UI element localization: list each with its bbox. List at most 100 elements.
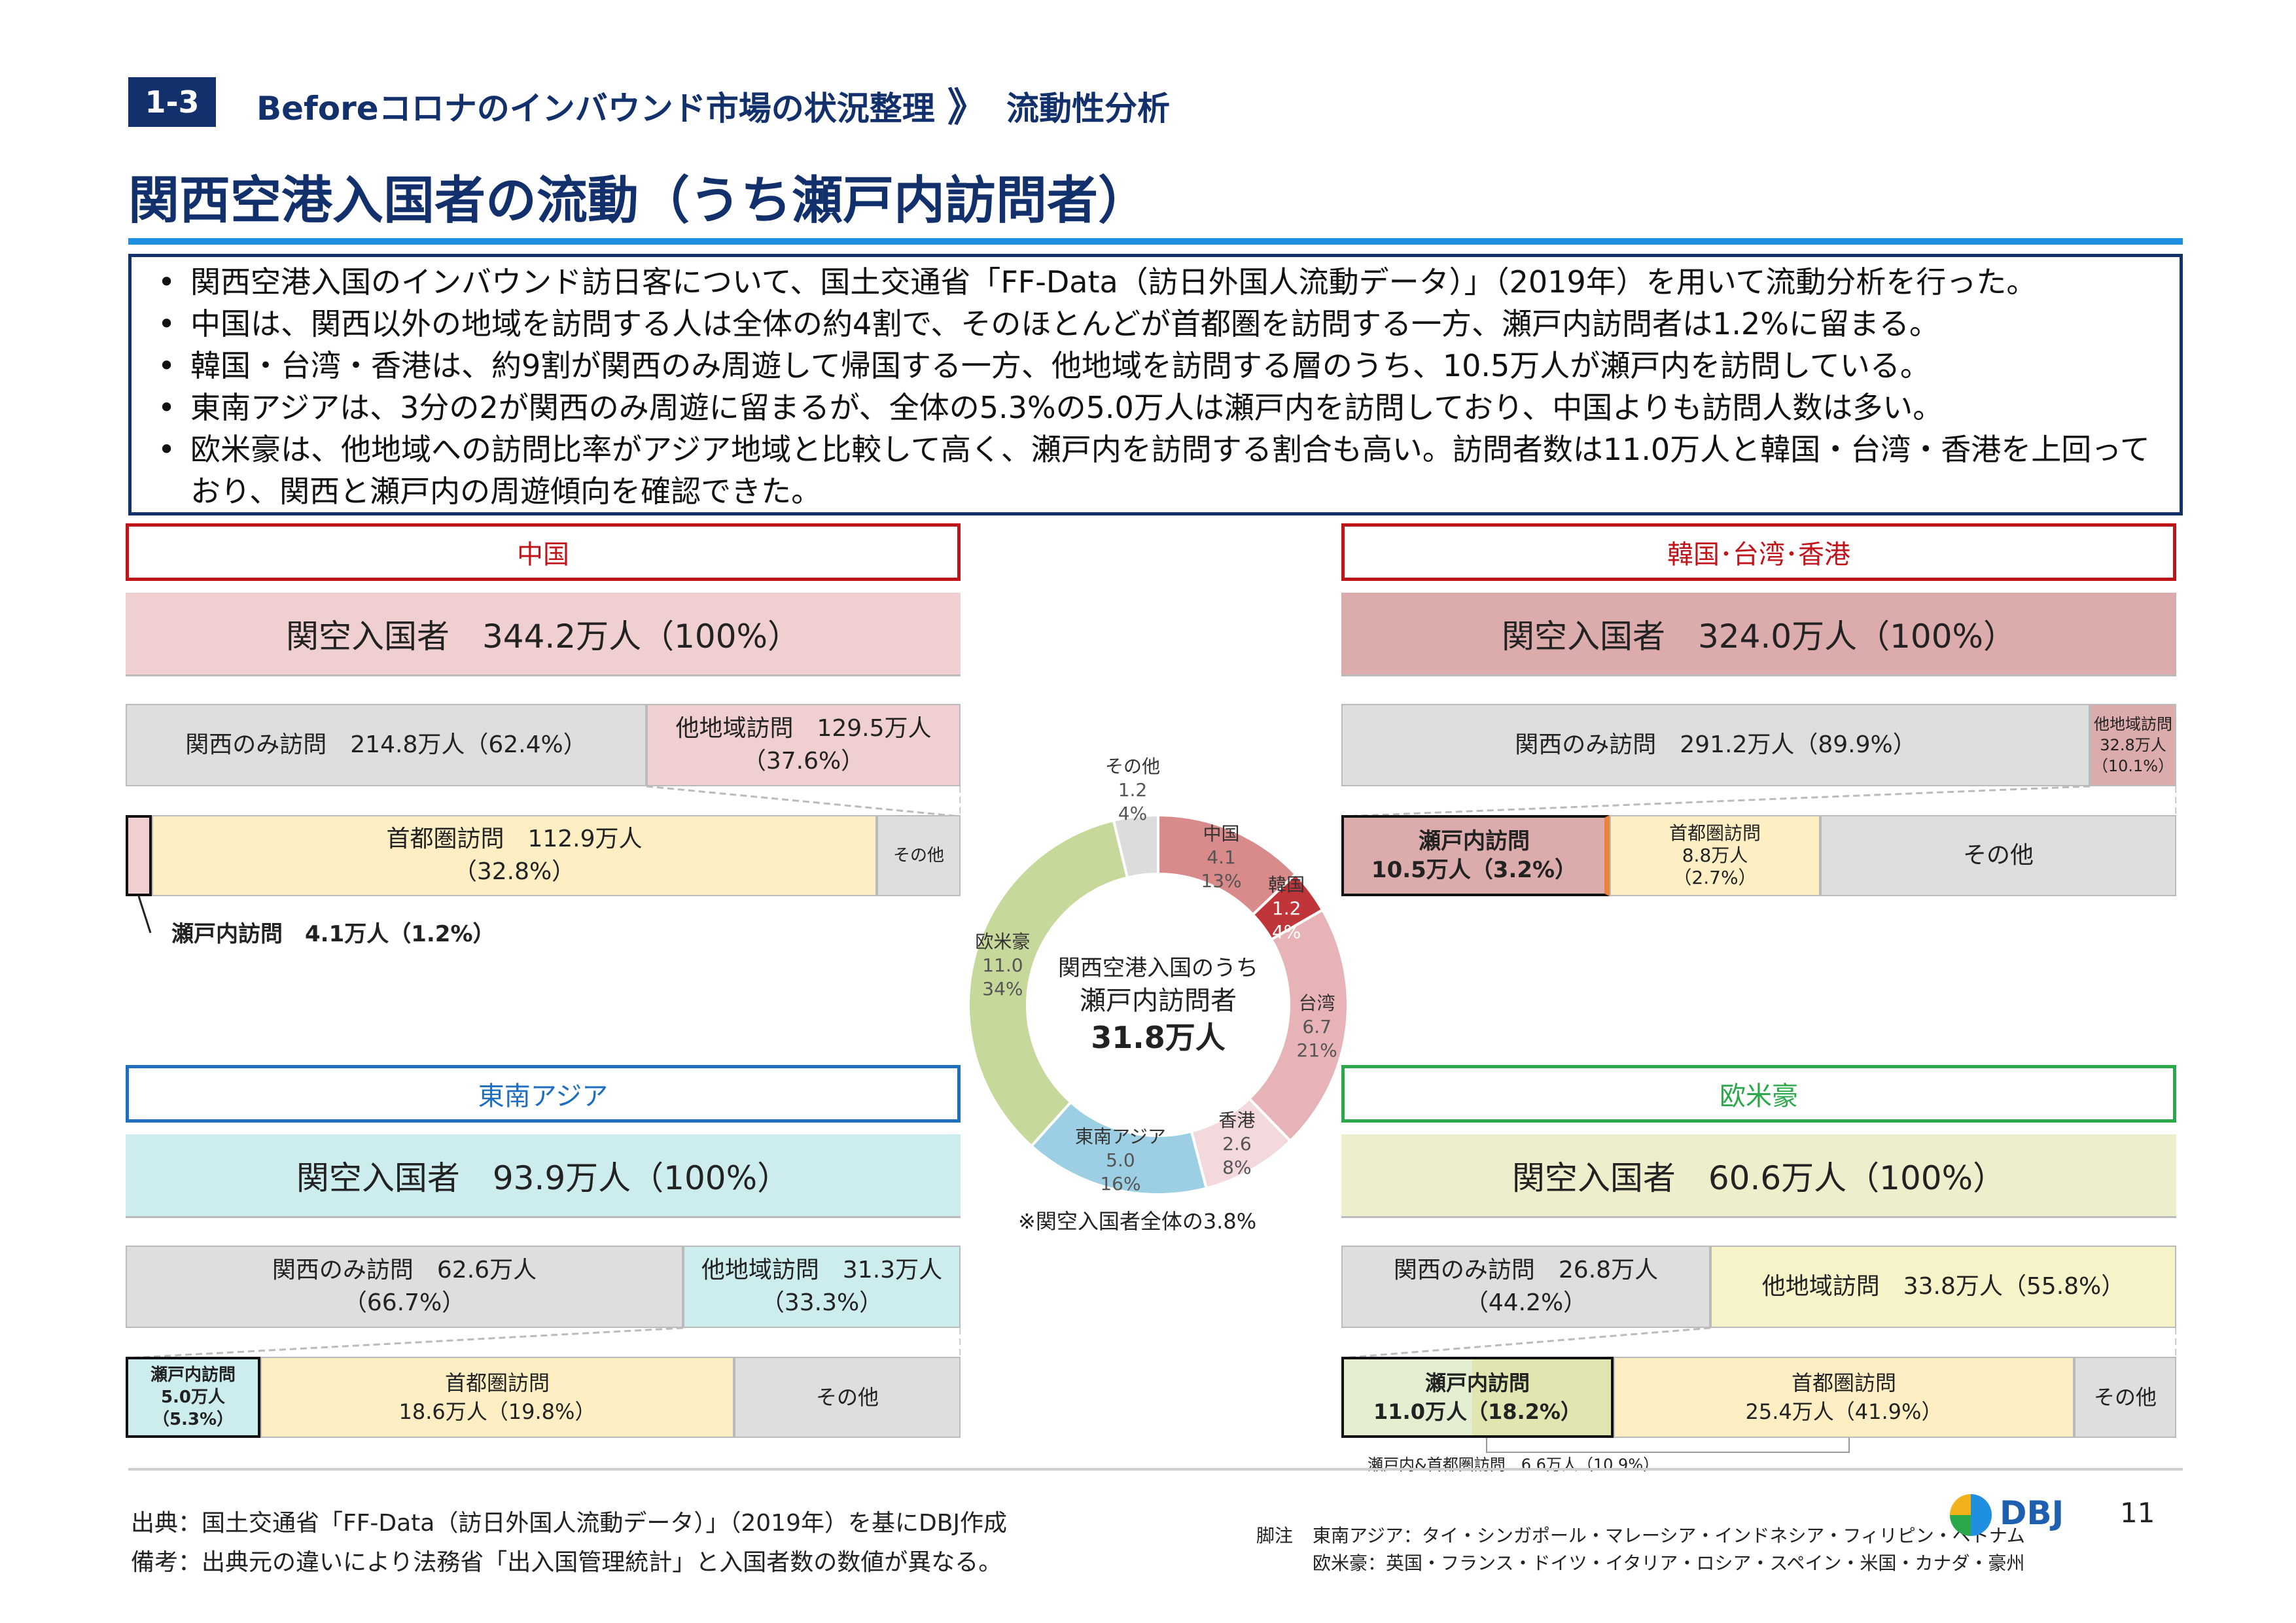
donut-label-pct: 21%: [1296, 1039, 1337, 1061]
footer-source: 出典：国土交通省「FF-Data（訪日外国人流動データ）」（2019年）を基にD…: [131, 1510, 1008, 1537]
sub-section-title: 流動性分析: [1006, 90, 1170, 128]
donut-label-name: 東南アジア: [1074, 1126, 1166, 1148]
korea-setouchi-seg: 瀬戸内訪問 10.5万人（3.2%）: [1341, 815, 1610, 896]
donut-slice-5: [967, 818, 1129, 1148]
china-shuto-l2: （32.8%）: [453, 858, 576, 885]
donut-label-value: 6.7: [1302, 1015, 1332, 1038]
donut-center-l1: 関西空港入国のうち: [1058, 955, 1258, 981]
sea-other-l2: （33.3%）: [760, 1289, 883, 1316]
summary-item: 欧米豪は、他地域への訪問比率がアジア地域と比較して高く、瀬戸内を訪問する割合も高…: [151, 428, 2160, 512]
sea-shuto-seg: 首都圏訪問 18.6万人（19.8%）: [260, 1357, 734, 1438]
footer-remark: 備考：出典元の違いにより法務省「出入国管理統計」と入国者数の数値が異なる。: [131, 1549, 1002, 1576]
korea-label: 韓国･台湾･香港: [1341, 523, 2176, 581]
footnote-label: 脚注: [1256, 1525, 1294, 1546]
korea-kansai-only: 関西のみ訪問 291.2万人（89.9%）: [1341, 704, 2090, 786]
title-underline: [128, 238, 2183, 245]
summary-item: 関西空港入国のインバウンド訪日客について、国土交通省「FF-Data（訪日外国人…: [151, 261, 2160, 303]
sea-setouchi-l3: （5.3%）: [152, 1410, 234, 1429]
west-shuto-l1: 首都圏訪問: [1791, 1370, 1896, 1395]
korea-connector: [1341, 786, 2176, 816]
sea-setouchi-l1: 瀬戸内訪問: [150, 1365, 236, 1385]
donut-label-value: 1.2: [1118, 779, 1148, 801]
donut-center-l2: 瀬戸内訪問者: [1080, 986, 1237, 1016]
donut-label-value: 11.0: [982, 954, 1023, 977]
korea-other-l2: 32.8万人: [2100, 736, 2166, 754]
west-connector: [1341, 1328, 2176, 1358]
china-shuto-seg: 首都圏訪問 112.9万人 （32.8%）: [152, 815, 877, 896]
donut-label-pct: 34%: [982, 978, 1023, 1000]
korea-other-l3: （10.1%）: [2092, 757, 2174, 775]
west-both-label: 瀬戸内&首都圏訪問 6.6万人（10.9%）: [1368, 1456, 1659, 1474]
section-title: Beforeコロナのインバウンド市場の状況整理: [256, 90, 935, 128]
sea-setouchi-seg: 瀬戸内訪問 5.0万人 （5.3%）: [126, 1357, 260, 1438]
page-title: 関西空港入国者の流動（うち瀬戸内訪問者）: [128, 171, 1150, 230]
west-kansai-l1: 関西のみ訪問 26.8万人: [1393, 1257, 1659, 1283]
sea-sonota-seg: その他: [734, 1357, 961, 1438]
donut-label-name: 香港: [1218, 1109, 1256, 1132]
west-setouchi-seg: 瀬戸内訪問 11.0万人（18.2%）: [1341, 1357, 1614, 1438]
korea-setouchi-l2: 10.5万人（3.2%）: [1371, 857, 1578, 883]
summary-item: 中国は、関西以外の地域を訪問する人は全体の約4割で、そのほとんどが首都圏を訪問す…: [151, 303, 2160, 345]
west-both-bracket: [1486, 1438, 1850, 1453]
donut-label-pct: 13%: [1201, 869, 1242, 892]
donut-center-l3: 31.8万人: [1091, 1020, 1226, 1055]
donut-label-value: 5.0: [1106, 1149, 1135, 1172]
section-number: 1-3: [128, 77, 216, 127]
west-setouchi-l2: 11.0万人（18.2%）: [1373, 1399, 1581, 1424]
chevron-icon: 》: [947, 85, 987, 131]
footer-divider: [128, 1468, 2183, 1471]
china-label: 中国: [126, 523, 961, 581]
footnote-west: 欧米豪：英国・フランス・ドイツ・イタリア・ロシア・スペイン・米国・カナダ・豪州: [1313, 1552, 2025, 1574]
sea-shuto-l2: 18.6万人（19.8%）: [398, 1399, 596, 1424]
dbj-logo-text: DBJ: [2000, 1494, 2064, 1532]
china-shuto-l1: 首都圏訪問 112.9万人: [386, 826, 643, 852]
sea-setouchi-l2: 5.0万人: [160, 1387, 226, 1407]
china-setouchi-label: 瀬戸内訪問 4.1万人（1.2%）: [171, 921, 495, 947]
donut-note: ※関空入国者全体の3.8%: [1018, 1209, 1257, 1234]
donut-label-name: 中国: [1203, 822, 1240, 845]
korea-sonota-seg: その他: [1820, 815, 2176, 896]
west-kansai-only: 関西のみ訪問 26.8万人 （44.2%）: [1341, 1246, 1710, 1328]
korea-shuto-l2: 8.8万人: [1682, 845, 1748, 866]
donut-label-value: 1.2: [1271, 898, 1301, 920]
donut-label-pct: 4%: [1118, 803, 1148, 825]
china-other-l2: （37.6%）: [742, 748, 865, 775]
donut-label-pct: 8%: [1222, 1157, 1252, 1179]
west-other-region: 他地域訪問 33.8万人（55.8%）: [1710, 1246, 2176, 1328]
donut-label-value: 4.1: [1207, 846, 1236, 868]
china-kansai-only: 関西のみ訪問 214.8万人（62.4%）: [126, 704, 646, 786]
korea-shuto-l1: 首都圏訪問: [1669, 822, 1761, 844]
sea-other-l1: 他地域訪問 31.3万人: [701, 1257, 943, 1283]
dbj-logo-icon: [1950, 1494, 1992, 1536]
west-label: 欧米豪: [1341, 1065, 2176, 1123]
west-kansai-l2: （44.2%）: [1464, 1289, 1587, 1316]
sea-other-region: 他地域訪問 31.3万人 （33.3%）: [683, 1246, 961, 1328]
donut-chart: [967, 813, 1349, 1196]
korea-other-l1: 他地域訪問: [2094, 715, 2172, 733]
sea-label: 東南アジア: [126, 1065, 961, 1123]
donut-slice-6: [1112, 813, 1159, 880]
donut-label-pct: 4%: [1271, 921, 1301, 943]
china-sonota-seg: その他: [877, 815, 961, 896]
donut-center: 関西空港入国のうち 瀬戸内訪問者 31.8万人: [1027, 939, 1289, 1070]
footnote-sea: 東南アジア：タイ・シンガポール・マレーシア・インドネシア・フィリピン・ベトナム: [1313, 1525, 2025, 1546]
donut-label-value: 2.6: [1222, 1133, 1252, 1155]
china-setouchi-seg: [126, 815, 152, 896]
china-other-l1: 他地域訪問 129.5万人: [675, 715, 932, 742]
sea-kansai-l2: （66.7%）: [343, 1289, 466, 1316]
sea-total-bar: 関空入国者 93.9万人（100%）: [126, 1134, 961, 1218]
west-shuto-l2: 25.4万人（41.9%）: [1745, 1399, 1943, 1424]
west-shuto-seg: 首都圏訪問 25.4万人（41.9%）: [1614, 1357, 2074, 1438]
donut-label-name: 台湾: [1298, 992, 1335, 1014]
donut-label-pct: 16%: [1100, 1173, 1141, 1195]
page-number: 11: [2120, 1497, 2155, 1529]
sea-shuto-l1: 首都圏訪問: [444, 1370, 550, 1395]
donut-label-name: 韓国: [1268, 874, 1305, 896]
china-total-bar: 関空入国者 344.2万人（100%）: [126, 593, 961, 676]
